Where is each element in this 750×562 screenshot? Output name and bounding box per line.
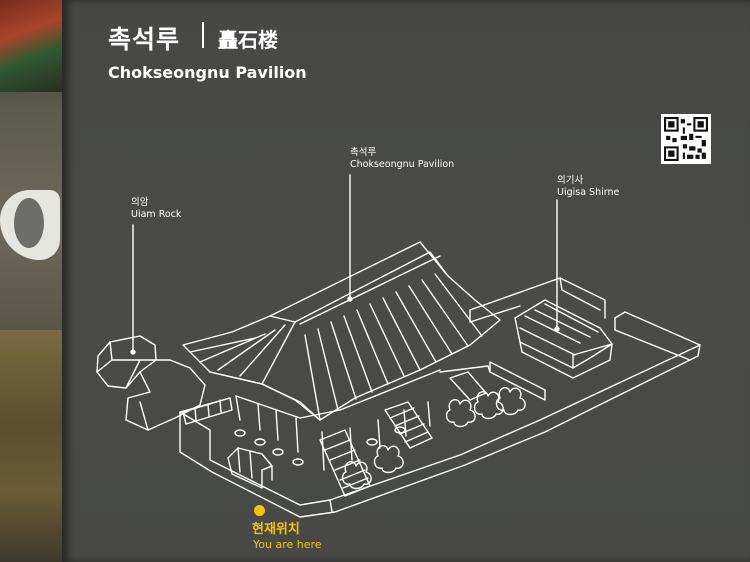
outer-wall-front <box>179 344 701 518</box>
sign-title-korean: 촉석루 <box>108 25 181 54</box>
uigisa-label: 의기사 Uigisa Shirne <box>557 175 619 199</box>
uiam-label: 의암 Uiam Rock <box>131 197 181 221</box>
shrub <box>341 461 372 490</box>
uigisa-label-english: Uigisa Shirne <box>557 187 620 198</box>
pavilion-label-korean: 촉석루 <box>350 147 377 158</box>
you-are-here-english: You are here <box>253 538 322 551</box>
shrub <box>373 445 404 474</box>
sign-title-hanja: 矗石楼 <box>218 28 278 52</box>
uiam-rock-outline <box>96 335 157 389</box>
uigisa-label-korean: 의기사 <box>557 175 584 186</box>
shrub <box>495 387 526 416</box>
shrub <box>445 399 476 428</box>
pavilion-label-english: Chokseongnu Pavilion <box>350 159 455 170</box>
uigisa-shrine-roof <box>514 299 613 369</box>
roof-eave-background <box>0 0 64 92</box>
pavilion-roof <box>182 241 501 421</box>
qr-code-icon[interactable] <box>661 114 711 164</box>
background-moss <box>0 330 64 562</box>
you-are-here-korean: 현재위치 <box>252 522 300 537</box>
location-dot-icon <box>254 505 265 516</box>
title-separator <box>202 22 204 48</box>
pavilion-label: 촉석루 Chokseongnu Pavilion <box>350 147 454 171</box>
information-sign-board <box>62 0 750 562</box>
sign-title-english: Chokseongnu Pavilion <box>108 63 307 82</box>
uiam-label-korean: 의암 <box>131 197 149 208</box>
uiam-label-english: Uiam Rock <box>131 209 182 220</box>
